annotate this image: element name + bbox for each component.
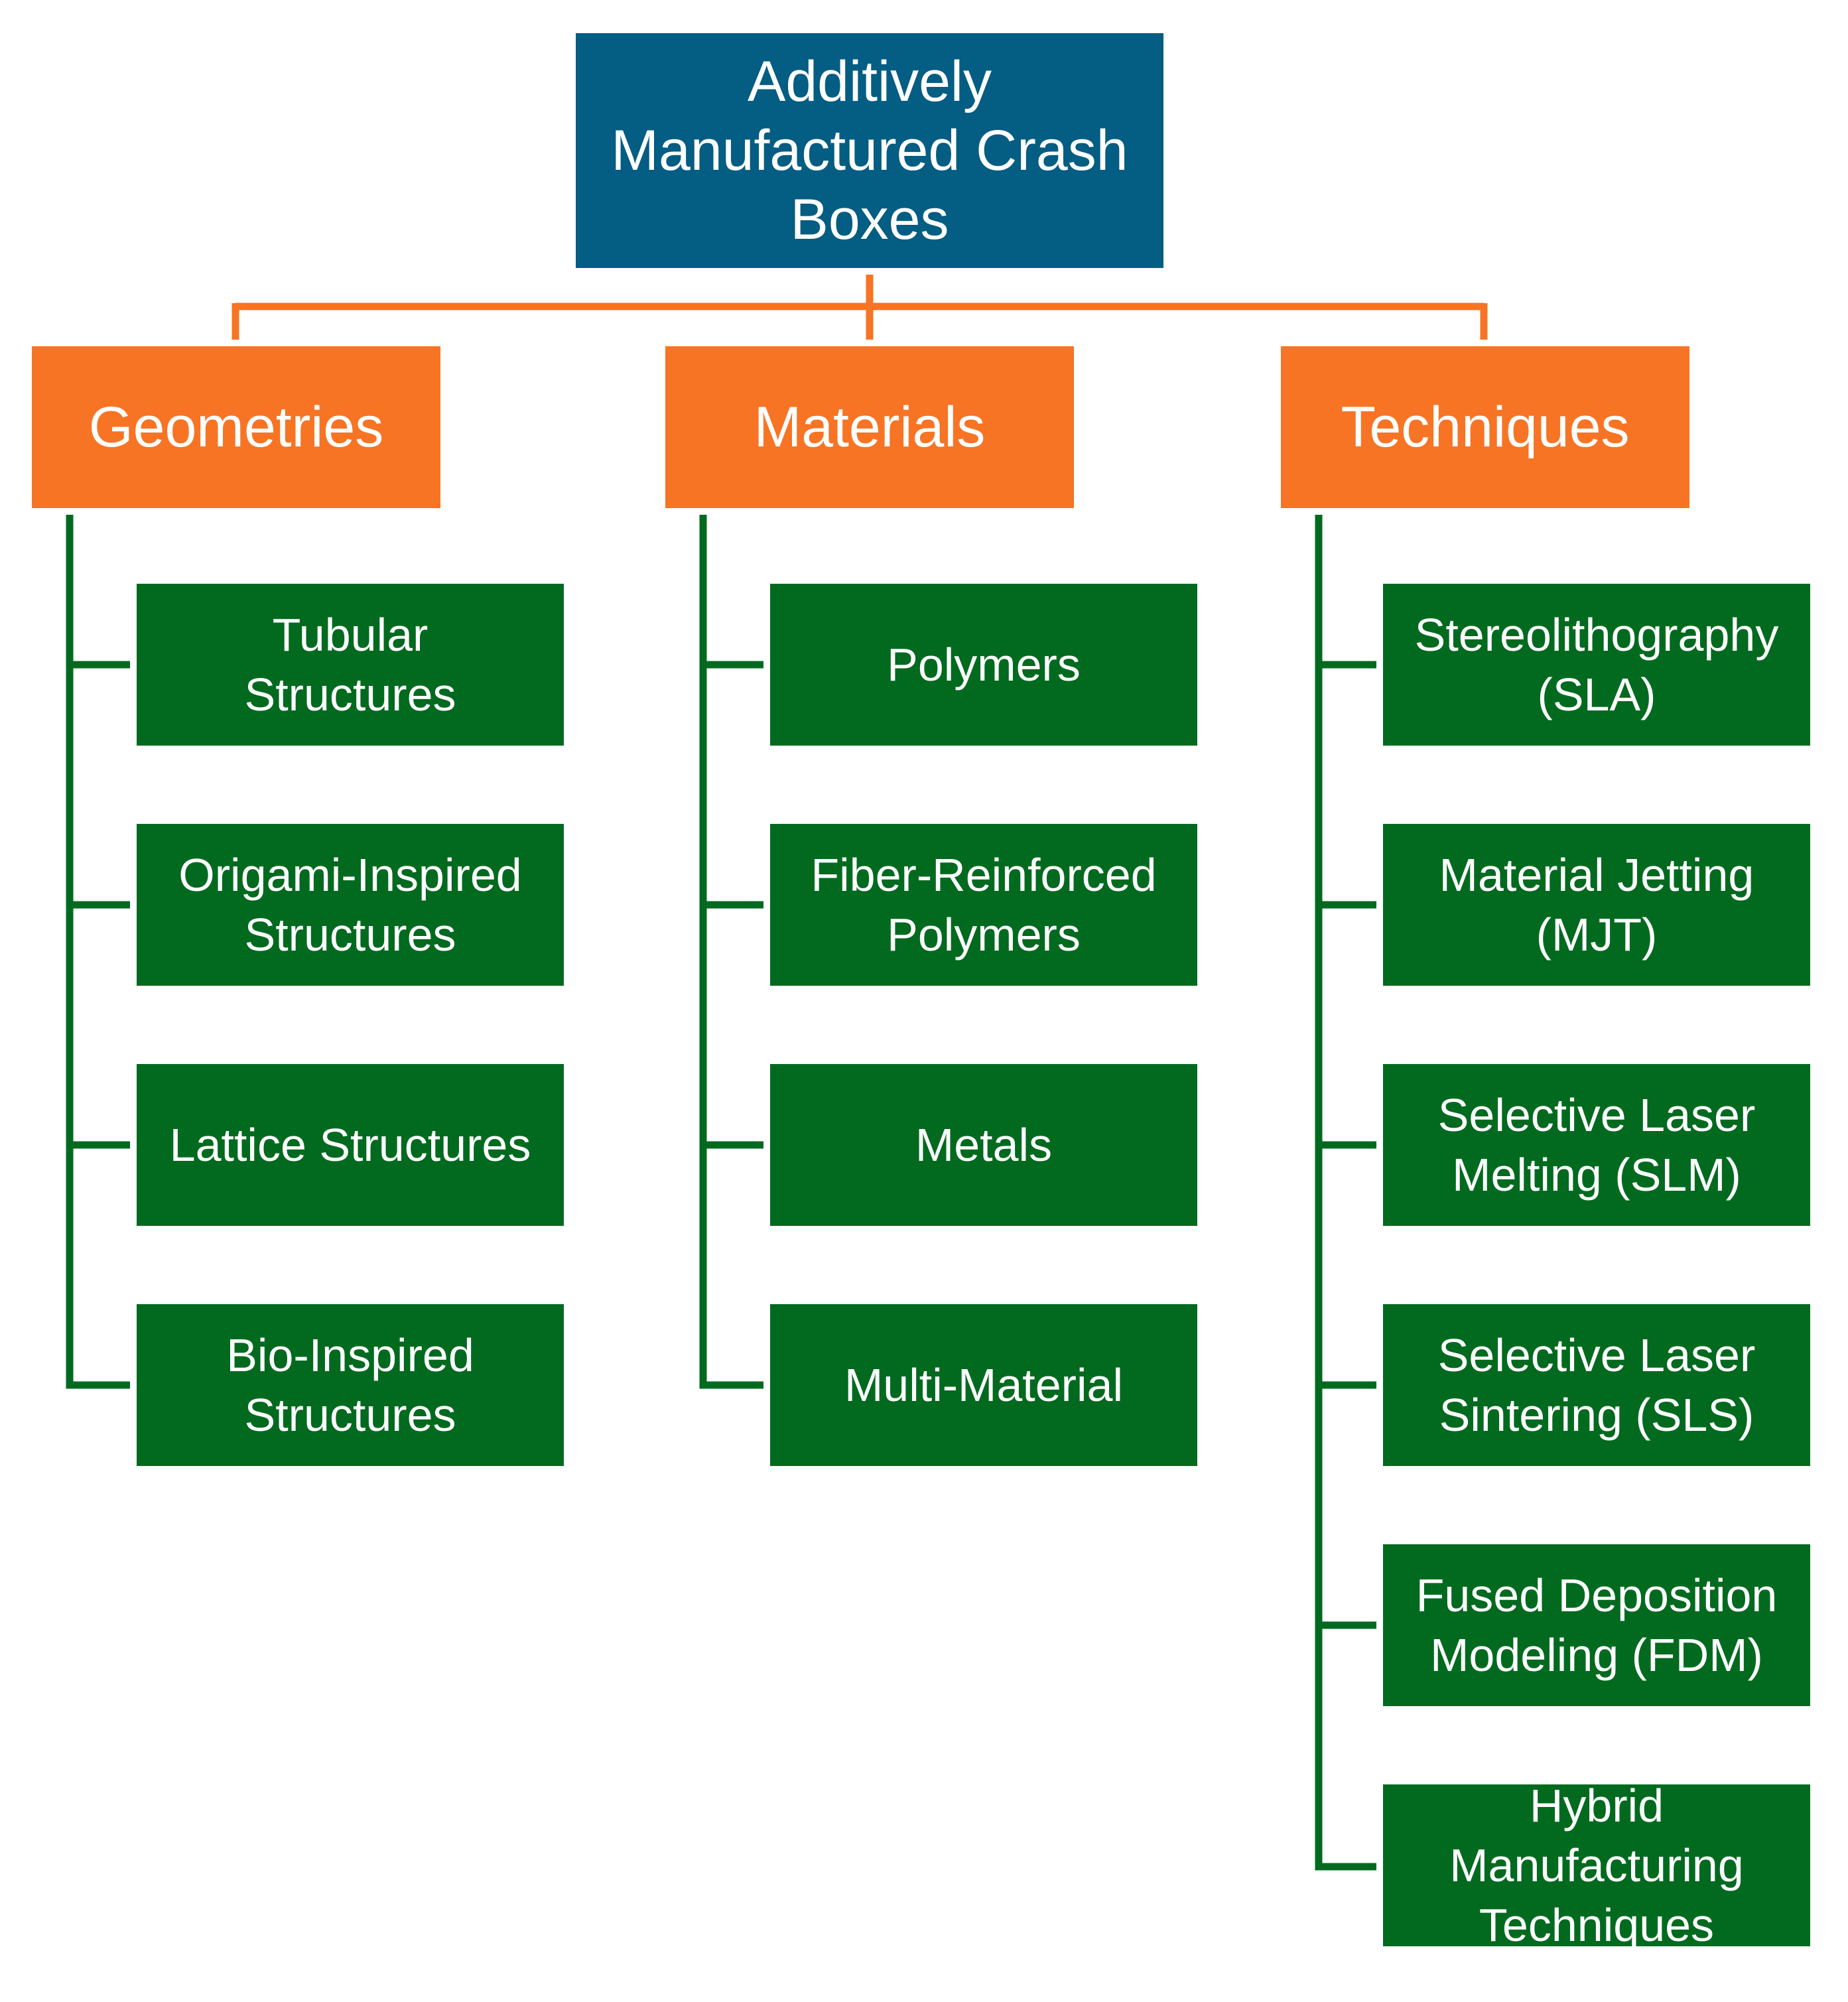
leaf-label: Metals [915,1119,1053,1171]
leaf-selective-laser-sintering: Selective Laser Sintering (SLS) [1383,1304,1810,1466]
geometries-leaf-connector [66,515,130,1389]
leaf-label: Fused Deposition Modeling (FDM) [1416,1569,1778,1681]
techniques-leaf-connector [1315,515,1376,1871]
leaf-multi-material: Multi-Material [770,1304,1197,1466]
root-node: Additively Manufactured Crash Boxes [576,33,1163,268]
leaf-tubular-structures: Tubular Structures [137,584,564,746]
leaf-connectors [66,515,1376,1871]
leaf-metals: Metals [770,1064,1197,1226]
leaf-origami-inspired-structures: Origami-Inspired Structures [137,824,564,986]
leaf-label: Selective Laser Melting (SLM) [1437,1089,1756,1201]
leaf-label: Selective Laser Sintering (SLS) [1437,1329,1756,1441]
leaf-label: Bio-Inspired Structures [226,1329,474,1441]
leaf-hybrid-manufacturing-techniques: Hybrid Manufacturing Techniques [1383,1780,1810,1951]
category-label: Materials [754,395,986,459]
leaf-label: Hybrid Manufacturing Techniques [1449,1780,1744,1951]
leaf-fiber-reinforced-polymers: Fiber-Reinforced Polymers [770,824,1197,986]
leaf-label: Lattice Structures [169,1119,531,1171]
leaf-label: Fiber-Reinforced Polymers [811,849,1157,961]
category-geometries: Geometries [32,346,440,508]
category-label: Geometries [88,395,384,459]
root-connectors [231,275,1488,340]
leaf-label: Tubular Structures [244,609,456,720]
leaf-fused-deposition-modeling: Fused Deposition Modeling (FDM) [1383,1544,1810,1706]
leaf-lattice-structures: Lattice Structures [137,1064,564,1226]
root-label: Additively Manufactured Crash Boxes [611,50,1128,251]
leaf-label: Polymers [887,639,1081,691]
leaf-stereolithography: Stereolithography (SLA) [1383,584,1810,746]
materials-leaf-connector [699,515,763,1389]
leaf-label: Material Jetting (MJT) [1439,849,1754,961]
leaf-selective-laser-melting: Selective Laser Melting (SLM) [1383,1064,1810,1226]
leaf-polymers: Polymers [770,584,1197,746]
leaf-material-jetting: Material Jetting (MJT) [1383,824,1810,986]
category-techniques: Techniques [1281,346,1689,508]
leaf-label: Origami-Inspired Structures [178,849,522,961]
leaf-label: Multi-Material [844,1359,1124,1411]
leaf-bio-inspired-structures: Bio-Inspired Structures [137,1304,564,1466]
leaf-label: Stereolithography (SLA) [1414,609,1779,720]
category-label: Techniques [1341,395,1630,459]
category-materials: Materials [665,346,1074,508]
